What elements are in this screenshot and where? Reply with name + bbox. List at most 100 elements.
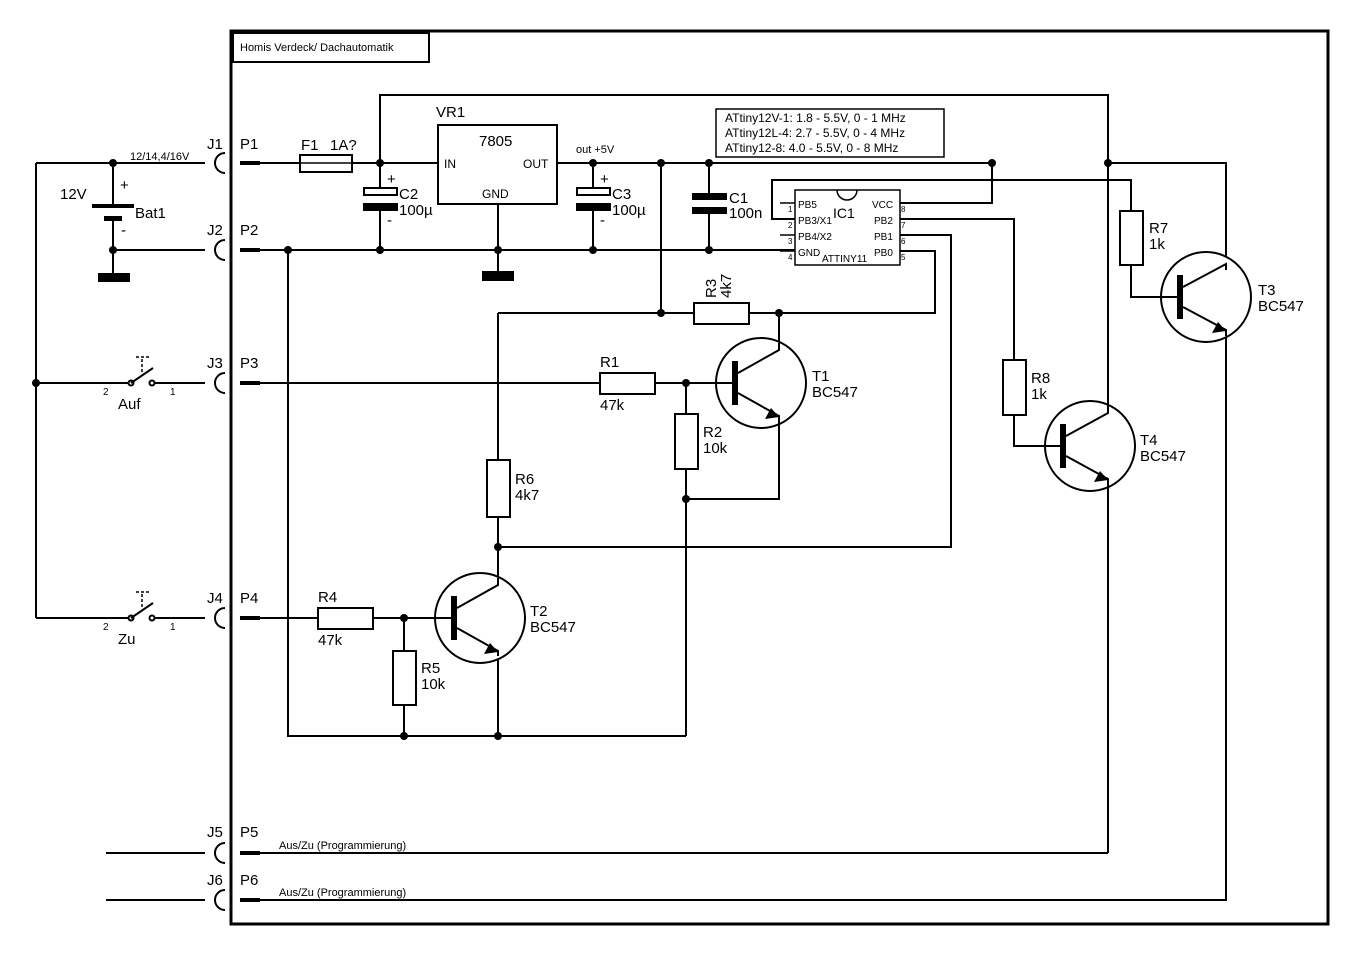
connector-j5-pin: P5 [240, 824, 258, 841]
ground-symbol [482, 271, 514, 281]
t4-ref: T4 [1140, 432, 1158, 449]
capacitor-c3 [576, 187, 611, 211]
c2-value: 100µ [399, 202, 433, 219]
r4-ref: R4 [318, 589, 337, 606]
t1-part: BC547 [812, 384, 858, 401]
p5-label: Aus/Zu (Programmierung) [279, 840, 406, 852]
resistor-r3 [693, 302, 750, 325]
connector-j6-pin: P6 [240, 872, 258, 889]
r6-ref: R6 [515, 471, 534, 488]
r2-ref: R2 [703, 424, 722, 441]
ic1-pin-4-num: 4 [788, 253, 793, 262]
ic1-pin-2-name: PB3/X1 [798, 216, 832, 227]
connector-j6-ref: J6 [207, 872, 223, 889]
ic1-part: ATTINY11 [822, 254, 868, 265]
transistor-t1 [715, 337, 807, 429]
ic1-pin-2-num: 2 [788, 221, 793, 230]
fuse-ref: F1 [301, 137, 319, 154]
ic1-pin-6-num: 6 [901, 237, 906, 246]
battery-ref: Bat1 [135, 205, 166, 222]
ic1-pin-5-name: PB0 [874, 248, 893, 259]
connector-j6 [214, 889, 260, 911]
t3-part: BC547 [1258, 298, 1304, 315]
ic1-ref: IC1 [833, 205, 855, 221]
switch-zu [127, 591, 156, 622]
c3-ref: C3 [612, 186, 631, 203]
connector-j2-ref: J2 [207, 222, 223, 239]
info-line-3: ATtiny12-8: 4.0 - 5.5V, 0 - 8 MHz [725, 141, 898, 155]
info-line-2: ATtiny12L-4: 2.7 - 5.5V, 0 - 4 MHz [725, 126, 905, 140]
regulator-ref: VR1 [436, 104, 465, 121]
connector-j3-ref: J3 [207, 355, 223, 372]
connector-j2 [214, 239, 260, 261]
ic1-pin-6-name: PB1 [874, 232, 893, 243]
connector-j5-ref: J5 [207, 824, 223, 841]
ic1-pin-3-num: 3 [788, 237, 793, 246]
connector-j1-pin: P1 [240, 136, 258, 153]
r4-value: 47k [318, 632, 343, 649]
title: Homis Verdeck/ Dachautomatik [240, 42, 394, 54]
battery-minus: - [121, 222, 126, 239]
ic1-pin-8-name: VCC [872, 200, 893, 211]
t4-part: BC547 [1140, 448, 1186, 465]
regulator-in: IN [444, 157, 456, 171]
ic1-pin-8-num: 8 [901, 205, 906, 214]
c3-minus: - [600, 212, 605, 229]
t2-ref: T2 [530, 603, 548, 620]
resistor-r7 [1119, 210, 1144, 266]
r1-ref: R1 [600, 354, 619, 371]
connector-j1 [214, 152, 260, 174]
connector-j4-pin: P4 [240, 590, 258, 607]
capacitor-c2 [363, 187, 398, 211]
switch-zu-pin-left: 2 [103, 622, 109, 633]
resistor-r1 [599, 372, 656, 395]
title-box [232, 32, 430, 63]
c2-minus: - [387, 212, 392, 229]
t2-part: BC547 [530, 619, 576, 636]
ic1-notch [836, 189, 858, 201]
connector-j3 [214, 372, 260, 394]
regulator-part: 7805 [479, 133, 512, 150]
p6-label: Aus/Zu (Programmierung) [279, 887, 406, 899]
ic1-pin-3-name: PB4/X2 [798, 232, 832, 243]
external-wiring [35, 162, 205, 901]
connector-j3-pin: P3 [240, 355, 258, 372]
r2-value: 10k [703, 440, 728, 457]
out-label: out +5V [576, 144, 615, 156]
capacitor-c1 [692, 193, 727, 214]
fuse-value: 1A? [330, 137, 357, 154]
c1-value: 100n [729, 205, 762, 222]
r7-ref: R7 [1149, 220, 1168, 237]
info-box [715, 108, 945, 158]
ic1-pin-5-num: 5 [901, 253, 906, 262]
junctions [284, 159, 1112, 740]
transistor-t3 [1160, 251, 1252, 343]
regulator-gnd: GND [482, 187, 509, 201]
connector-j5 [214, 842, 260, 864]
r3-value: 4k7 [718, 274, 735, 298]
supply-note: 12/14,4/16V [130, 151, 190, 163]
resistor-r6 [486, 459, 511, 518]
c2-ref: C2 [399, 186, 418, 203]
ic1-pin-1-num: 1 [788, 205, 793, 214]
resistor-r5 [392, 650, 417, 706]
resistor-r4 [317, 607, 374, 630]
connector-j2-pin: P2 [240, 222, 258, 239]
r5-value: 10k [421, 676, 446, 693]
ic1-pin-7-name: PB2 [874, 216, 893, 227]
r8-value: 1k [1031, 386, 1047, 403]
switch-auf-pin-right: 1 [170, 387, 176, 398]
resistor-r2 [674, 413, 699, 470]
r8-ref: R8 [1031, 370, 1050, 387]
r3-ref: R3 [703, 279, 720, 298]
c1-ref: C1 [729, 190, 748, 207]
info-line-1: ATtiny12V-1: 1.8 - 5.5V, 0 - 1 MHz [725, 111, 906, 125]
connector-j4 [214, 607, 260, 629]
resistor-r8 [1002, 359, 1027, 416]
c2-plus: + [387, 171, 396, 188]
battery-voltage: 12V [60, 186, 87, 203]
connector-j1-ref: J1 [207, 136, 223, 153]
switch-zu-label: Zu [118, 631, 136, 648]
regulator-vr1 [437, 124, 558, 205]
